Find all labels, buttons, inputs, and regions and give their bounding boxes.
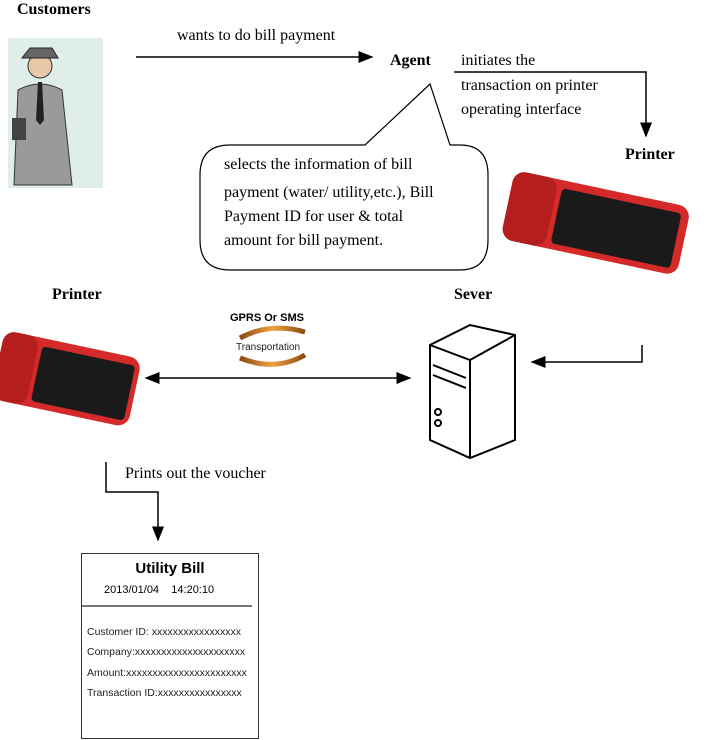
agent-to-printer-label-2: transaction on printer (461, 77, 598, 94)
printer-left-label: Printer (52, 286, 102, 303)
printer-device-right (502, 172, 689, 274)
voucher-date: 2013/01/04 14:20:10 (104, 584, 215, 596)
agent-to-printer-label-1: initiates the (461, 52, 536, 69)
prints-voucher-label: Prints out the voucher (125, 465, 266, 482)
agent-to-printer-label-3: operating interface (461, 101, 582, 118)
callout-line-2: payment (water/ utility,etc.), Bill (224, 184, 434, 201)
gprs-sms-label: GPRS Or SMS (230, 312, 304, 324)
server-icon (429, 323, 516, 460)
printer-right-label: Printer (625, 146, 675, 163)
agent-label: Agent (390, 52, 431, 69)
transport-swoosh-icon (238, 325, 307, 367)
voucher-title: Utility Bill (135, 560, 205, 577)
callout-bubble (199, 82, 489, 271)
callout-line-4: amount for bill payment. (224, 232, 384, 249)
customers-label: Customers (17, 1, 91, 18)
voucher-row-customer-id: Customer ID: xxxxxxxxxxxxxxxxx (87, 626, 242, 638)
voucher-row-transaction-id: Transaction ID:xxxxxxxxxxxxxxxx (87, 687, 242, 699)
printer-to-server-arrow (530, 345, 643, 368)
printer-to-voucher-arrow (105, 462, 164, 542)
utility-bill-voucher: Utility Bill 2013/01/04 14:20:10 Custome… (81, 553, 259, 739)
voucher-row-amount: Amount:xxxxxxxxxxxxxxxxxxxxxxx (87, 667, 247, 679)
callout-line-3: Payment ID for user & total (224, 208, 404, 225)
server-label: Sever (454, 286, 493, 303)
agent-to-printer-arrow (454, 71, 652, 138)
voucher-row-company: Company:xxxxxxxxxxxxxxxxxxxxx (87, 646, 246, 658)
customer-illustration (8, 38, 103, 188)
callout-line-1: selects the information of bill (224, 156, 413, 173)
printer-device-left (0, 332, 140, 426)
customer-to-agent-label: wants to do bill payment (177, 27, 336, 44)
voucher-divider (82, 605, 252, 607)
transportation-label: Transportation (236, 342, 301, 353)
